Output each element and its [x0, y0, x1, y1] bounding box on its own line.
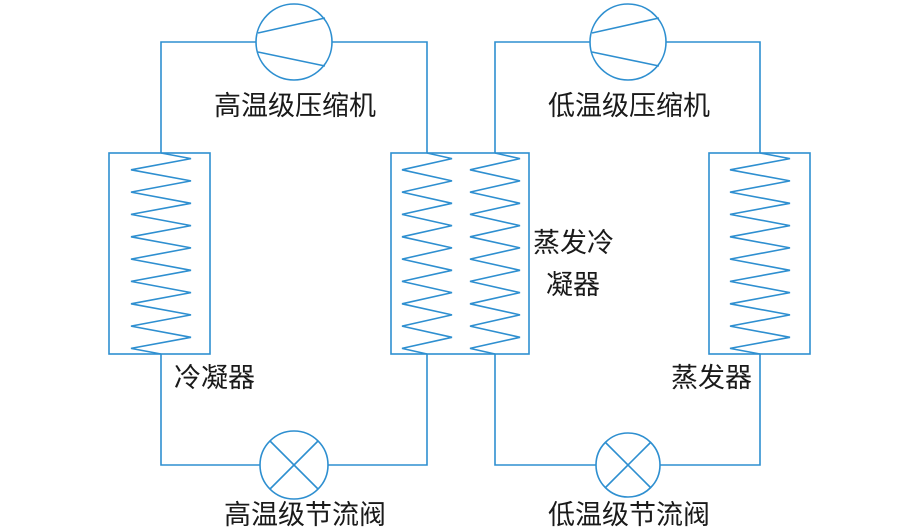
low-compressor-icon: [589, 3, 667, 81]
high-compressor-icon: [255, 3, 333, 81]
evaporator-label: 蒸发器: [671, 363, 752, 394]
high-throttle-valve-icon: [259, 430, 329, 500]
evaporative-condenser-label-line1: 蒸发冷: [533, 228, 614, 259]
evaporative-condenser-coil-left: [401, 152, 453, 355]
evaporator-coil: [729, 152, 791, 355]
evaporative-condenser-coil-right: [469, 152, 521, 355]
condenser-label: 冷凝器: [174, 363, 255, 394]
evaporative-condenser-label-line2: 凝器: [546, 270, 600, 301]
pipe-low-top-right: [666, 41, 761, 153]
low-throttle-valve-label: 低温级节流阀: [548, 500, 710, 531]
evaporator-icon: [708, 152, 811, 355]
high-throttle-valve-label: 高温级节流阀: [224, 500, 386, 531]
pipe-high-bottom-right: [328, 354, 428, 466]
condenser-coil: [130, 152, 192, 355]
high-cycle-piping: [160, 41, 428, 466]
low-cycle-piping: [494, 41, 761, 466]
high-compressor-label: 高温级压缩机: [214, 91, 376, 122]
pipe-high-top-right: [332, 41, 428, 153]
pipe-high-bottom-left: [160, 354, 260, 466]
low-compressor-label: 低温级压缩机: [548, 91, 710, 122]
pipe-low-top-left: [494, 41, 590, 153]
evaporative-condenser-icon: [390, 152, 530, 355]
pipe-low-bottom-left: [494, 354, 596, 466]
pipe-high-top-left: [160, 41, 256, 153]
low-throttle-valve-icon: [595, 432, 661, 498]
pipe-low-bottom-right: [660, 354, 761, 466]
condenser-icon: [108, 152, 211, 355]
